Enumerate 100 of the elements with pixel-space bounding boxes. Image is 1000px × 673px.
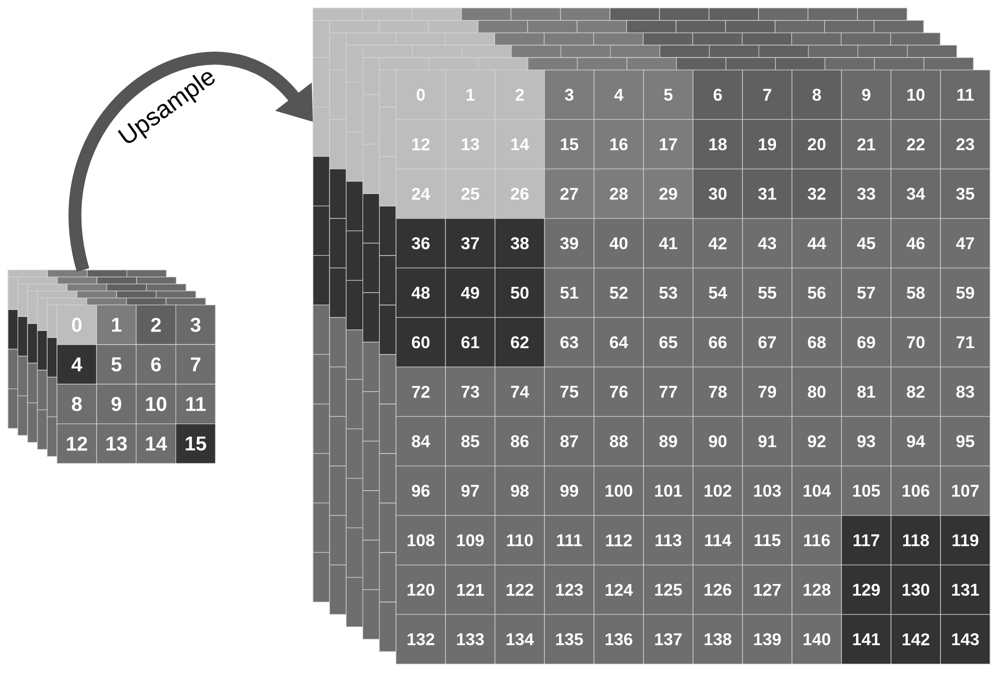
grid-cell: 77: [643, 366, 694, 417]
grid-cell: 28: [594, 168, 644, 219]
grid-cell: 54: [692, 268, 743, 318]
grid-cell: 63: [544, 317, 594, 368]
grid-cell: 56: [792, 268, 842, 318]
grid-cell: 7: [176, 344, 216, 384]
grid-cell: 13: [96, 424, 136, 464]
grid-cell: 97: [445, 466, 496, 516]
grid-cell: 22: [890, 119, 941, 170]
grid-cell: 67: [742, 317, 792, 368]
grid-cell: 121: [445, 564, 496, 615]
grid-cell: 29: [643, 168, 694, 219]
grid-cell: 13: [445, 119, 496, 170]
grid-cell: 9: [96, 384, 136, 424]
grid-cell: 80: [792, 366, 842, 417]
grid-cell: 19: [742, 119, 792, 170]
grid-cell: 14: [494, 119, 545, 170]
grid-cell: 119: [940, 515, 990, 566]
grid-cell: 142: [890, 614, 941, 664]
grid-cell: 6: [136, 344, 176, 384]
curved-arrow: [69, 52, 313, 272]
grid-cell: 106: [890, 466, 941, 516]
grid-cell: 31: [742, 168, 792, 219]
grid-cell: 100: [594, 466, 644, 516]
grid-cell: 41: [643, 218, 694, 268]
grid-cell: 105: [841, 466, 892, 516]
grid-cell: 5: [96, 344, 136, 384]
grid-cell: 26: [494, 168, 545, 219]
grid-cell: 88: [594, 416, 644, 466]
grid-cell: 18: [692, 119, 743, 170]
grid-cell: 14: [136, 424, 176, 464]
grid-cell: 99: [544, 466, 594, 516]
grid-cell: 83: [940, 366, 990, 417]
grid-cell: 115: [742, 515, 792, 566]
grid-cell: 124: [594, 564, 644, 615]
grid-cell: 134: [494, 614, 545, 664]
grid-cell: 74: [494, 366, 545, 417]
grid-cell: 46: [890, 218, 941, 268]
grid-cell: 98: [494, 466, 545, 516]
grid-cell: 133: [445, 614, 496, 664]
grid-cell: 90: [692, 416, 743, 466]
grid-cell: 136: [594, 614, 644, 664]
grid-cell: 118: [890, 515, 941, 566]
grid-cell: 91: [742, 416, 792, 466]
grid-cell: 107: [940, 466, 990, 516]
grid-cell: 102: [692, 466, 743, 516]
grid-cell: 47: [940, 218, 990, 268]
grid-cell: 143: [940, 614, 990, 664]
grid-cell: 75: [544, 366, 594, 417]
grid-cell: 135: [544, 614, 594, 664]
grid-cell: 57: [841, 268, 892, 318]
grid-cell: 122: [494, 564, 545, 615]
grid-cell: 10: [136, 384, 176, 424]
grid-cell: 95: [940, 416, 990, 466]
grid-cell: 81: [841, 366, 892, 417]
grid-cell: 131: [940, 564, 990, 615]
grid-cell: 103: [742, 466, 792, 516]
grid-cell: 138: [692, 614, 743, 664]
grid-cell: 78: [692, 366, 743, 417]
grid-cell: 66: [692, 317, 743, 368]
grid-cell: 40: [594, 218, 644, 268]
grid-cell: 139: [742, 614, 792, 664]
grid-cell: 30: [692, 168, 743, 219]
grid-cell: 127: [742, 564, 792, 615]
grid-cell: 125: [643, 564, 694, 615]
grid-cell: 87: [544, 416, 594, 466]
grid-cell: 55: [742, 268, 792, 318]
grid-cell: 53: [643, 268, 694, 318]
grid-cell: 58: [890, 268, 941, 318]
grid-cell: 38: [494, 218, 545, 268]
grid-cell: 114: [692, 515, 743, 566]
grid-cell: 71: [940, 317, 990, 368]
grid-cell: 92: [792, 416, 842, 466]
grid-cell: 128: [792, 564, 842, 615]
grid-cell: 116: [792, 515, 842, 566]
grid-cell: 93: [841, 416, 892, 466]
grid-cell: 130: [890, 564, 941, 615]
grid-cell: 37: [445, 218, 496, 268]
grid-cell: 59: [940, 268, 990, 318]
grid-cell: 111: [544, 515, 594, 566]
grid-cell: 140: [792, 614, 842, 664]
grid-cell: 89: [643, 416, 694, 466]
grid-cell: 32: [792, 168, 842, 219]
grid-cell: 27: [544, 168, 594, 219]
grid-cell: 112: [594, 515, 644, 566]
grid-cell: 82: [890, 366, 941, 417]
grid-cell: 123: [544, 564, 594, 615]
grid-cell: 110: [494, 515, 545, 566]
grid-cell: 86: [494, 416, 545, 466]
grid-cell: 85: [445, 416, 496, 466]
grid-cell: 25: [445, 168, 496, 219]
grid-cell: 21: [841, 119, 892, 170]
grid-cell: 15: [176, 424, 216, 464]
grid-cell: 137: [643, 614, 694, 664]
grid-cell: 129: [841, 564, 892, 615]
grid-cell: 33: [841, 168, 892, 219]
grid-cell: 64: [594, 317, 644, 368]
grid-cell: 79: [742, 366, 792, 417]
grid-cell: 43: [742, 218, 792, 268]
grid-cell: 17: [643, 119, 694, 170]
